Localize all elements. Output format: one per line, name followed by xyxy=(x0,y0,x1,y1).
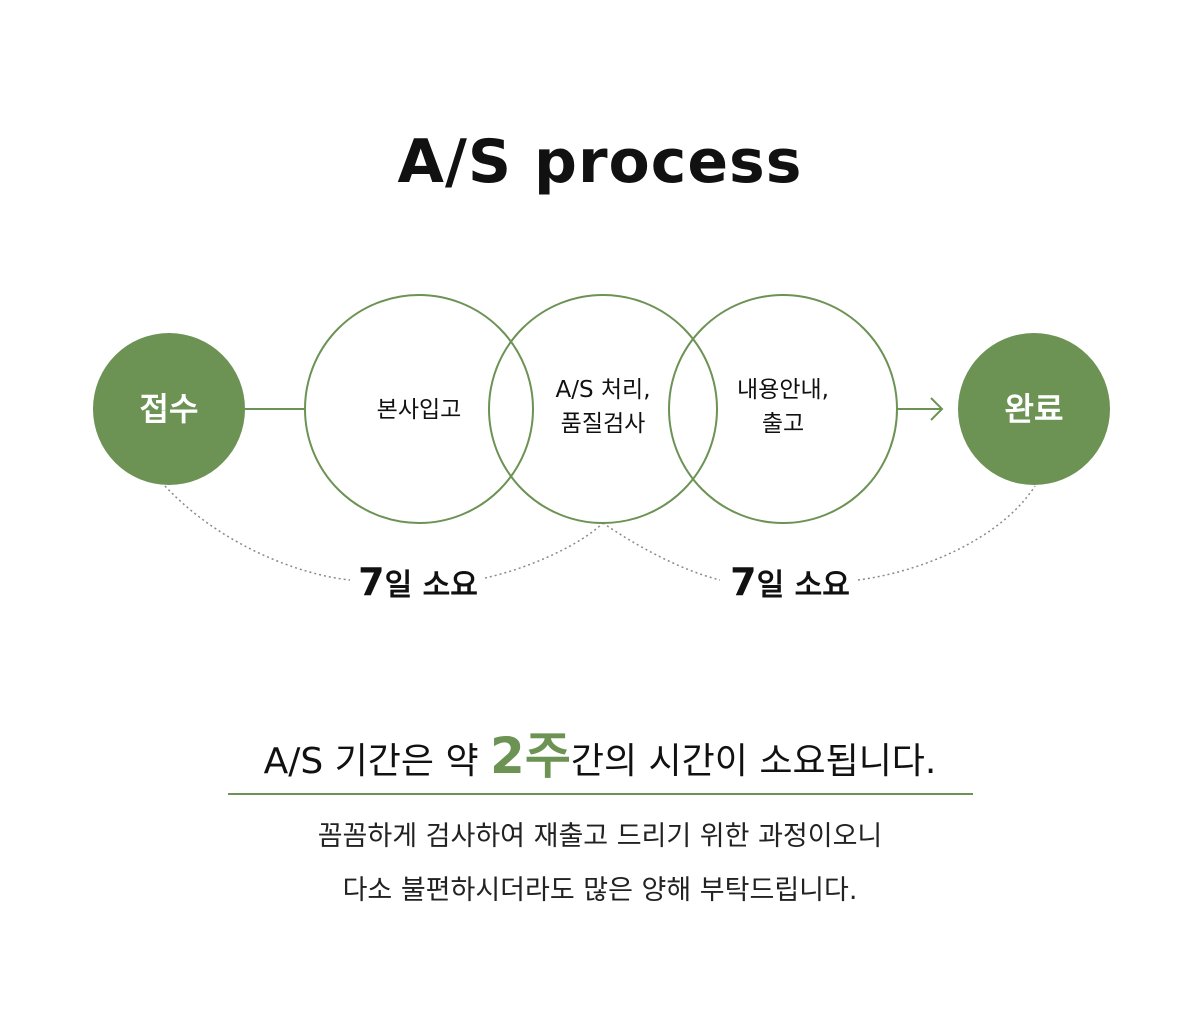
duration-1: 7일 소요 xyxy=(318,562,518,606)
end-node-label: 완료 xyxy=(1004,390,1064,428)
step-2-label: A/S 처리, 품질검사 xyxy=(503,373,703,441)
end-node xyxy=(958,333,1110,485)
dotted-curve-left xyxy=(164,485,351,581)
description: 꼼꼼하게 검사하여 재출고 드리기 위한 과정이오니 다소 불편하시더라도 많은… xyxy=(0,810,1200,918)
summary-before: A/S 기간은 약 xyxy=(263,741,491,782)
dotted-curve-mid-left xyxy=(484,522,604,579)
step-circle-2 xyxy=(488,294,718,524)
duration-1-number: 7 xyxy=(358,560,385,604)
arrow-head-icon xyxy=(930,397,944,421)
summary-after: 간의 시간이 소요됩니다. xyxy=(570,741,937,782)
start-node-label: 접수 xyxy=(139,390,199,428)
summary-highlight: 2주 xyxy=(490,727,571,785)
description-line1: 꼼꼼하게 검사하여 재출고 드리기 위한 과정이오니 xyxy=(317,821,883,852)
summary-text: A/S 기간은 약 2주간의 시간이 소요됩니다. xyxy=(0,726,1200,792)
step-2-line1: A/S 처리, xyxy=(555,377,651,403)
step-3-line2: 출고 xyxy=(761,411,805,437)
step-1-line1: 본사입고 xyxy=(376,397,462,423)
summary-divider xyxy=(228,793,973,795)
dotted-curve-mid-right xyxy=(602,522,721,581)
page-title: A/S process xyxy=(397,127,803,197)
duration-2: 7일 소요 xyxy=(690,562,890,606)
duration-2-text: 일 소요 xyxy=(756,568,850,603)
step-3-label: 내용안내, 출고 xyxy=(683,373,883,441)
step-3-line1: 내용안내, xyxy=(737,377,829,403)
step-1-label: 본사입고 xyxy=(319,393,519,427)
step-2-line2: 품질검사 xyxy=(560,411,646,437)
process-diagram xyxy=(93,294,1110,581)
step-circle-3 xyxy=(668,294,898,524)
description-line2: 다소 불편하시더라도 많은 양해 부탁드립니다. xyxy=(342,875,858,906)
start-node xyxy=(93,333,245,485)
duration-1-text: 일 소요 xyxy=(384,568,478,603)
step-circle-1 xyxy=(304,294,534,524)
duration-2-number: 7 xyxy=(730,560,757,604)
